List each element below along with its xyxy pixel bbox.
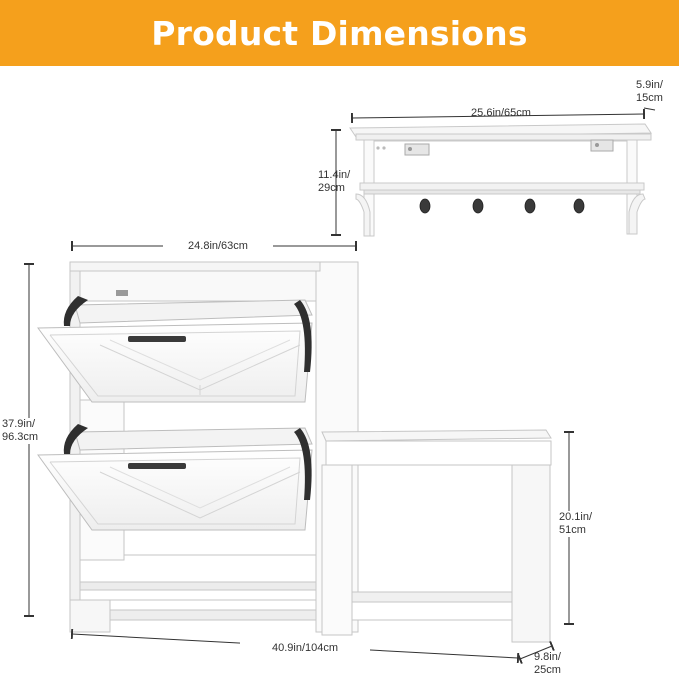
total-depth-label-line1: 9.8in/	[534, 651, 561, 663]
wall-shelf	[349, 123, 652, 237]
lower-drawer-handle	[128, 463, 186, 469]
upper-drawer-handle	[128, 336, 186, 342]
shelf-depth-label: 5.9in/ 15cm	[636, 79, 663, 105]
shelf-depth-label-line1: 5.9in/	[636, 79, 663, 91]
bench-height-label: 20.1in/ 51cm	[559, 511, 593, 537]
upper-right-hinge	[294, 300, 312, 372]
upper-flip-drawer	[37, 299, 313, 403]
lower-flip-drawer	[37, 427, 313, 531]
shelf-height-label: 11.4in/ 29cm	[318, 169, 350, 195]
cabinet-height-label: 37.9in/ 96.3cm	[2, 418, 39, 444]
shelf-depth-line	[643, 107, 656, 111]
upper-latch	[116, 290, 128, 296]
shelf-height-label-line2: 29cm	[318, 182, 345, 194]
cabinet-width-label: 24.8in/63cm	[163, 240, 273, 253]
shelf-width-line	[350, 108, 646, 124]
cabinet-height-label-line2: 96.3cm	[2, 431, 39, 443]
shelf-width-label: 25.6in/65cm	[471, 107, 531, 119]
lower-left-hinge	[63, 424, 88, 454]
shelf-height-label-line1: 11.4in/	[318, 169, 351, 181]
upper-left-hinge	[63, 296, 88, 326]
header-banner: Product Dimensions	[0, 0, 679, 66]
total-width-label: 40.9in/104cm	[240, 642, 370, 655]
bench-height-label-line2: 51cm	[559, 524, 586, 536]
lower-right-hinge	[294, 428, 312, 500]
cabinet-height-label-line1: 37.9in/	[2, 418, 36, 430]
total-depth-label: 9.8in/ 25cm	[534, 651, 561, 677]
shelf-depth-label-line2: 15cm	[636, 92, 663, 104]
total-depth-label-line2: 25cm	[534, 664, 561, 676]
coat-hooks	[419, 198, 585, 214]
total-depth-line	[517, 640, 555, 665]
page-title: Product Dimensions	[151, 13, 528, 53]
bench-height-label-line1: 20.1in/	[559, 511, 593, 523]
